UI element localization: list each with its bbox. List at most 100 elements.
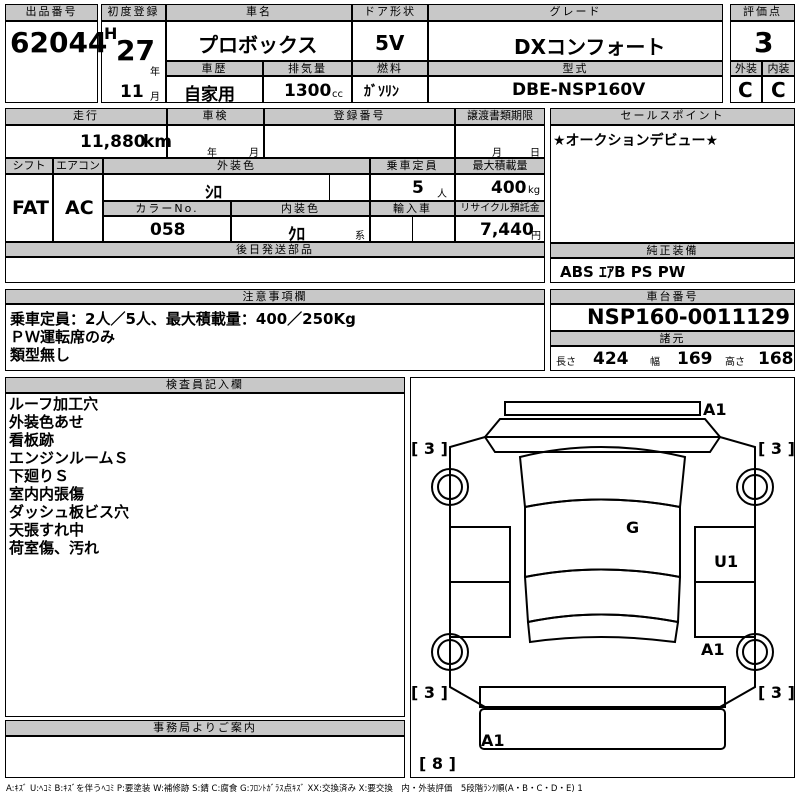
max-load-label: 最大積載量 [455,158,545,174]
damage-mark-front: A1 [703,400,727,419]
recycle-deposit-box [455,216,545,242]
car-name-box [166,21,352,61]
registration-number-box [264,125,455,158]
fuel: ｶﾞｿﾘﾝ [364,84,399,100]
front-bumper-outline [504,401,701,416]
aircon-label: エアコン [53,158,103,174]
inspector-line: ルーフ加工穴 [9,395,99,413]
notes-line: 類型無し [10,346,71,364]
shift-label: シフト [5,158,53,174]
specifications-label: 諸元 [550,331,795,346]
door-type-box [352,21,428,61]
interior-color: ｸﾛ [288,225,305,245]
max-load: 400 [491,178,527,198]
length-label: 長さ [556,357,576,368]
tread-value: 8 [431,754,444,773]
equipment: ABS ｴｱB PS PW [560,263,686,281]
max-load-box [455,174,545,201]
tire-tread-front-left: [ 3 ] [411,439,448,458]
car-name: プロボックス [198,33,318,57]
inspection-year-unit: 年 [207,148,217,159]
tire-rear-left [431,633,469,671]
grade-label: グレード [428,4,723,21]
notes-line: 乗車定員：2人／5人、最大積載量：400／250Kg [10,310,356,328]
tire-rear-left-inner [437,639,463,665]
notes-lines: 乗車定員：2人／5人、最大積載量：400／250Kg ＰＷ運転席のみ 類型無し [10,310,356,364]
notes-label: 注意事項欄 [5,289,545,304]
tire-rear-right-inner [742,639,768,665]
tire-front-left [431,468,469,506]
inspector-line: 室内内張傷 [9,485,85,503]
recycle-deposit-label: リサイクル預託金 [455,201,545,216]
model-code: DBE-NSP160V [512,80,646,100]
displacement: 1300 [284,81,332,101]
history-box [166,76,263,103]
color-number-label: カラーNo. [103,201,231,216]
tire-front-right-inner [742,474,768,500]
mileage-box [5,125,167,158]
tire-tread-rear-left: [ 3 ] [411,683,448,702]
displacement-box [263,76,352,103]
overall-score: 3 [754,26,774,59]
fuel-box [352,76,428,103]
registration-month: 11 [120,82,144,102]
later-parts-label: 後日発送部品 [5,242,545,257]
interior-color-unit: 系 [355,231,365,242]
history-label: 車歴 [166,61,263,76]
color-number-box [103,216,231,242]
inspector-notes-box [5,393,405,717]
inspector-line: ダッシュ板ビス穴 [9,503,130,521]
width-label: 幅 [650,357,660,368]
tire-front-right [736,468,774,506]
first-registration-box [101,21,166,103]
office-notice-label: 事務局よりご案内 [5,720,405,736]
tire-front-left-inner [437,474,463,500]
first-registration-label: 初度登録 [101,4,166,21]
capacity-box [370,174,455,201]
inspection-label: 車検 [167,108,264,125]
door-type: 5V [375,31,405,55]
capacity: 5 [412,178,424,198]
grade: DXコンフォート [514,35,666,59]
model-label: 型式 [428,61,723,76]
exterior-color-divider [329,174,370,201]
model-box [428,76,723,103]
capacity-label: 乗車定員 [370,158,455,174]
damage-mark-rear-right: A1 [701,640,725,659]
interior-grade-label: 内装 [762,61,795,76]
mileage-label: 走行 [5,108,167,125]
exterior-color-label: 外装色 [103,158,370,174]
inspector-notes-label: 検査員記入欄 [5,377,405,393]
inspector-line: エンジンルームＳ [9,449,129,467]
transfer-month-unit: 月 [492,148,502,159]
lot-number-box [5,21,98,103]
later-parts-box [5,257,545,283]
office-notice-box [5,736,405,778]
inspector-line: 看板跡 [9,431,55,449]
displacement-label: 排気量 [263,61,352,76]
era-letter: H [104,24,118,43]
sales-point-box [550,125,795,243]
inspection-month-unit: 月 [249,148,259,159]
transfer-deadline-label: 譲渡書類期限 [455,108,545,125]
registration-year: 27 [116,34,155,67]
lot-number-label: 出品番号 [5,4,98,21]
shift: FAT [12,197,49,219]
inspector-line: 外装色あせ [9,413,85,431]
exterior-color: ｼﾛ [205,183,222,203]
tread-value: 3 [770,439,783,458]
equipment-box [550,258,795,283]
inspector-notes-lines: ルーフ加工穴 外装色あせ 看板跡 エンジンルームＳ 下廻りＳ 室内内張傷 ダッシ… [9,395,129,557]
car-diagram [431,401,774,750]
chassis-number-label: 車台番号 [550,289,795,304]
tailgate-outline [479,708,726,750]
mileage: 11,880 [80,132,146,152]
max-load-unit: kg [528,185,541,196]
mileage-unit: km [143,132,173,152]
inspector-line: 天張すれ中 [9,521,85,539]
aircon: AC [65,197,94,219]
registration-number-label: 登録番号 [264,108,455,125]
exterior-grade: C [738,78,753,102]
tread-value: 3 [423,683,436,702]
roof-outline [524,498,681,579]
